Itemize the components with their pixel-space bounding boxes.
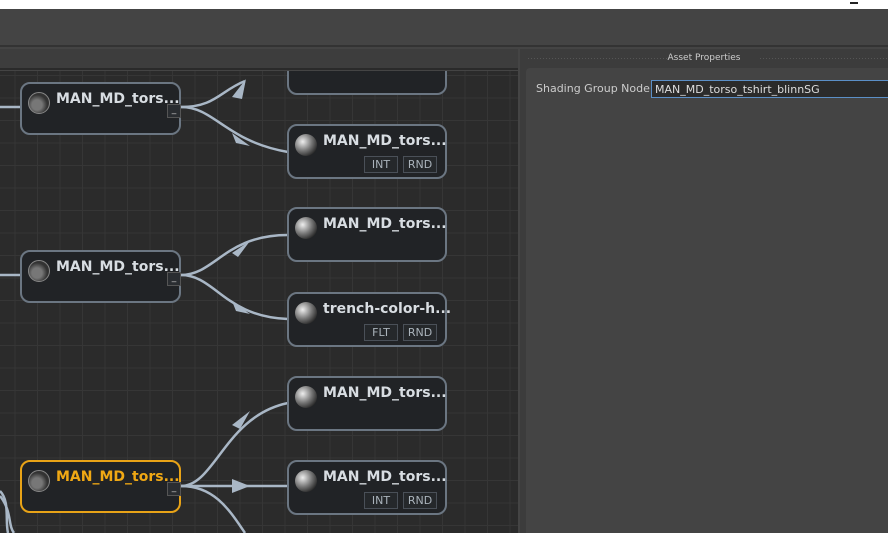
material-node[interactable] — [287, 71, 447, 95]
material-sphere-icon — [295, 302, 317, 324]
output-port[interactable]: _ — [167, 272, 181, 286]
shading-group-icon — [28, 470, 50, 492]
shading-group-icon — [28, 260, 50, 282]
material-sphere-icon — [295, 386, 317, 408]
node-label: MAN_MD_tors... — [323, 385, 447, 401]
int-badge: INT — [364, 492, 398, 509]
material-node[interactable]: MAN_MD_tors... — [287, 207, 447, 262]
node-label: MAN_MD_tors... — [323, 216, 447, 232]
flt-badge: FLT — [364, 324, 398, 341]
rnd-badge: RND — [403, 156, 437, 173]
material-node[interactable]: MAN_MD_tors... — [287, 376, 447, 431]
shading-group-node[interactable]: MAN_MD_tors... _ — [20, 250, 181, 303]
node-graph[interactable]: MAN_MD_tors... _ MAN_MD_tors... _ MAN_MD… — [0, 71, 518, 533]
rnd-badge: RND — [403, 324, 437, 341]
material-node[interactable]: trench-color-h... FLT RND — [287, 292, 451, 347]
panel-body: Shading Group Node — [526, 68, 888, 533]
int-badge: INT — [364, 156, 398, 173]
output-port[interactable]: _ — [167, 104, 181, 118]
toolbar — [0, 9, 888, 47]
node-label: MAN_MD_tors... — [56, 259, 180, 275]
shading-group-node[interactable]: MAN_MD_tors... _ — [20, 82, 181, 135]
output-port[interactable]: _ — [167, 482, 181, 496]
material-sphere-icon — [295, 470, 317, 492]
shading-group-input[interactable] — [651, 80, 888, 98]
rnd-badge: RND — [403, 492, 437, 509]
panel-title: Asset Properties — [520, 49, 888, 68]
node-label: trench-color-h... — [323, 301, 452, 317]
shading-group-icon — [28, 92, 50, 114]
material-node[interactable]: MAN_MD_tors... INT RND — [287, 124, 447, 179]
node-label: MAN_MD_tors... — [323, 469, 447, 485]
asset-properties-panel: Asset Properties Shading Group Node — [520, 49, 888, 533]
node-label: MAN_MD_tors... — [56, 91, 180, 107]
node-label: MAN_MD_tors... — [323, 133, 447, 149]
shading-group-label: Shading Group Node — [536, 82, 650, 95]
material-node[interactable]: MAN_MD_tors... INT RND — [287, 460, 447, 515]
graph-header — [0, 49, 518, 70]
node-label: MAN_MD_tors... — [56, 469, 180, 485]
edges — [0, 79, 289, 533]
material-sphere-icon — [295, 134, 317, 156]
minimize-icon[interactable] — [850, 2, 858, 9]
material-sphere-icon — [295, 217, 317, 239]
title-strip — [0, 0, 888, 9]
shading-group-node-selected[interactable]: MAN_MD_tors... _ — [20, 460, 181, 513]
